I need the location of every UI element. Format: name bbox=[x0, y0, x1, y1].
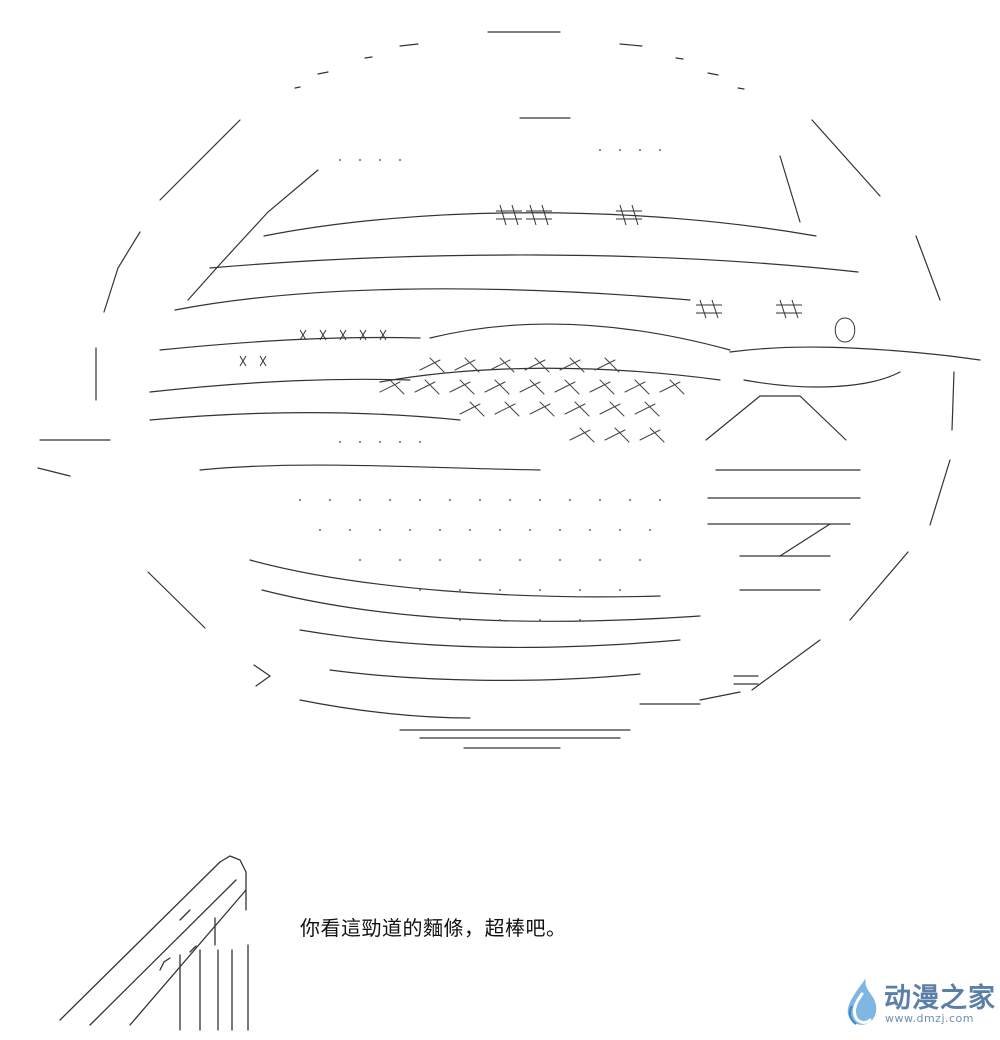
site-watermark: 动漫之家 www.dmzj.com bbox=[842, 974, 995, 1030]
noodle-bowl-icon bbox=[37, 31, 981, 749]
watermark-url: www.dmzj.com bbox=[885, 1012, 974, 1025]
caption-text: 你看這勁道的麵條，超棒吧。 bbox=[300, 916, 567, 940]
droplet-logo-icon bbox=[847, 978, 877, 1025]
chopsticks-icon bbox=[59, 855, 249, 1031]
watermark-name: 动漫之家 bbox=[884, 983, 996, 1014]
